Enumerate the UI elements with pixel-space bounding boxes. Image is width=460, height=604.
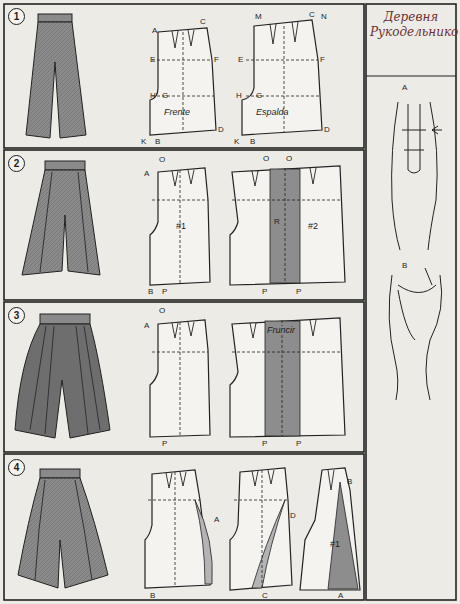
callout-number-text: 1 [14, 12, 20, 22]
point-letter: K [234, 138, 239, 146]
point-letter: B [148, 288, 153, 296]
point-letter: H [150, 92, 156, 100]
point-letter: C [262, 592, 268, 600]
point-letter: P [162, 288, 167, 296]
point-letter: #1 [330, 540, 340, 549]
point-letter: E [238, 56, 243, 64]
point-letter: H [236, 92, 242, 100]
point-letter: A [214, 516, 219, 524]
piece-name: Frente [164, 108, 190, 117]
point-letter: #2 [308, 222, 318, 231]
point-letter: #1 [176, 222, 186, 231]
point-letter: G [162, 92, 168, 100]
point-letter: A [338, 592, 343, 600]
point-letter: D [218, 126, 224, 134]
point-letter: C [200, 18, 206, 26]
callout-number-text: 4 [14, 463, 20, 473]
piece-name: Espalda [256, 108, 289, 117]
callout-number: 4 [8, 459, 25, 476]
point-letter: G [256, 92, 262, 100]
point-letter: F [214, 56, 219, 64]
point-letter: B [347, 478, 352, 486]
watermark: Деревня Рукодельнико [370, 10, 452, 40]
point-letter: P [296, 288, 301, 296]
point-letter: E [150, 56, 155, 64]
point-letter: O [159, 156, 165, 164]
point-letter: A [144, 170, 149, 178]
point-letter: P [262, 288, 267, 296]
point-letter: P [262, 440, 267, 448]
point-letter: P [296, 440, 301, 448]
callout-number-text: 2 [14, 159, 20, 169]
callout-number: 2 [8, 155, 25, 172]
point-letter: B [150, 592, 155, 600]
point-letter: D [324, 126, 330, 134]
point-letter: C [309, 11, 315, 19]
point-letter: R [274, 218, 280, 226]
point-letter: N [321, 13, 327, 21]
point-letter: A [152, 27, 157, 35]
point-letter: B [402, 262, 407, 270]
callout-number: 3 [8, 307, 25, 324]
point-letter: O [263, 155, 269, 163]
point-letter: B [250, 138, 255, 146]
piece-name: Fruncir [267, 326, 295, 335]
point-letter: D [290, 512, 296, 520]
point-letter: M [255, 13, 262, 21]
point-letter: F [320, 56, 325, 64]
callout-number: 1 [8, 8, 25, 25]
point-letter: K [141, 138, 146, 146]
callout-number-text: 3 [14, 311, 20, 321]
point-letter: B [155, 138, 160, 146]
point-letter: O [159, 307, 165, 315]
point-letter: A [144, 322, 149, 330]
point-letter: P [162, 440, 167, 448]
point-letter: A [402, 84, 407, 92]
point-letter: O [286, 155, 292, 163]
